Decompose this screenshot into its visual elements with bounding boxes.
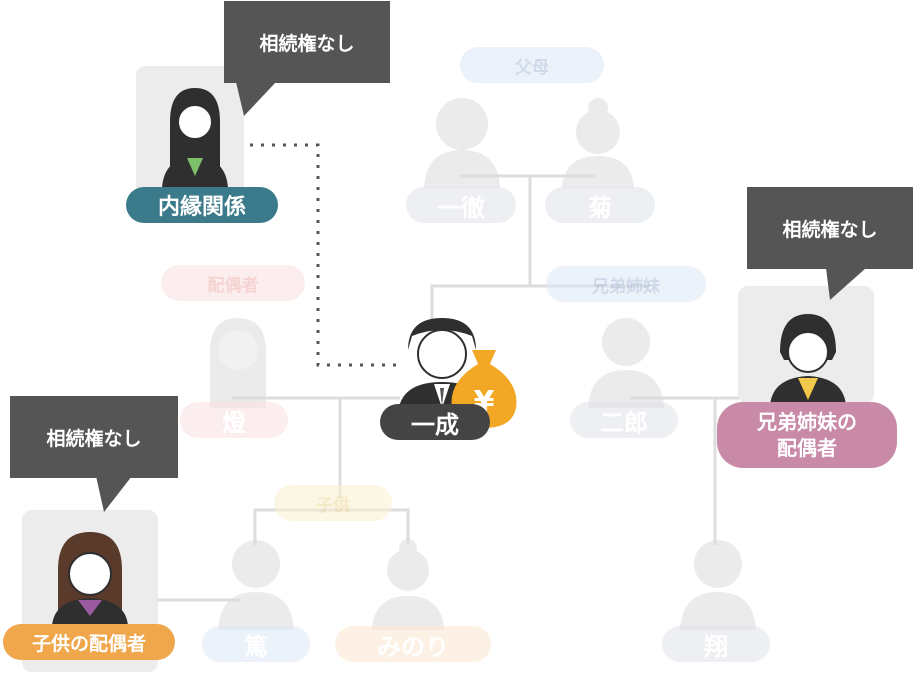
child-spouse-label: 子供の配偶者 [3, 624, 175, 660]
brother-label: 二郎 [570, 402, 678, 438]
nephew-label: 翔 [662, 626, 770, 662]
child-spouse-no-inheritance-callout: 相続権なし [10, 396, 178, 478]
spouse-figure [210, 318, 266, 408]
father-label: 一徹 [406, 187, 516, 223]
brother-figure [588, 318, 664, 408]
spouse-group-label: 配偶者 [161, 265, 305, 301]
sibling-spouse-label-line2: 配偶者 [777, 436, 837, 460]
partner-no-inheritance-callout: 相続権なし [224, 1, 390, 83]
mother-label: 菊 [545, 187, 655, 223]
partner-figure [162, 88, 228, 188]
partner-label: 内縁関係 [126, 187, 278, 223]
deceased-label: 一成 [380, 404, 490, 440]
father-figure [424, 98, 500, 188]
child-spouse-callout-pointer [96, 476, 132, 512]
children-group-label: 子供 [274, 485, 392, 521]
sibling-spouse-figure [770, 314, 846, 406]
parents-group-label: 父母 [460, 47, 604, 83]
nephew-figure [680, 540, 756, 630]
siblings-group-label: 兄弟姉妹 [546, 266, 706, 302]
common-law-dotted-connector [250, 143, 398, 367]
child2-label: みのり [335, 626, 491, 662]
partner-callout-pointer [236, 82, 276, 116]
sibling-spouse-label-line1: 兄弟姉妹の [757, 410, 857, 434]
child2-figure [372, 539, 444, 630]
sibling-spouse-no-inheritance-callout: 相続権なし [747, 187, 913, 269]
child-spouse-figure [52, 532, 128, 626]
sibling-spouse-label: 兄弟姉妹の 配偶者 [717, 402, 897, 468]
mother-figure [562, 98, 634, 188]
sibling-spouse-callout-pointer [826, 268, 866, 300]
spouse-label: 燈 [180, 402, 288, 438]
child1-figure [218, 540, 294, 630]
child1-label: 篤 [202, 626, 310, 662]
